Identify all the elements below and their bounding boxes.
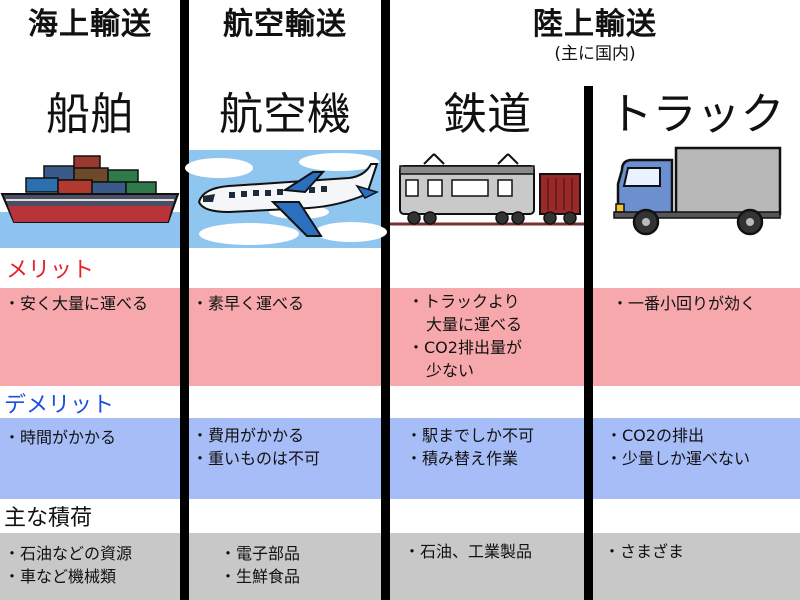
demerit-cell-rail: ・駅までしか不可 ・積み替え作業 xyxy=(406,424,534,470)
cargo-cell-rail: ・石油、工業製品 xyxy=(404,540,532,563)
row-label-demerit: デメリット xyxy=(4,393,115,418)
merit-rail-line: ・CO2排出量が xyxy=(408,338,522,357)
category-subtitle-land: (主に国内) xyxy=(554,44,636,64)
demerit-cell-truck: ・CO2の排出 ・少量しか運べない xyxy=(606,424,750,470)
demerit-cell-ship: ・時間がかかる xyxy=(4,426,116,449)
train-icon xyxy=(390,153,584,226)
divider-sea-air xyxy=(180,0,189,600)
divider-air-land xyxy=(381,0,390,600)
category-title-air: 航空輸送 xyxy=(223,7,347,42)
demerit-cell-airplane: ・費用がかかる ・重いものは不可 xyxy=(192,424,320,470)
vehicle-name-ship: 船舶 xyxy=(46,89,134,140)
merit-rail-line: 少ない xyxy=(426,361,475,380)
merit-band xyxy=(0,288,800,386)
demerit-airplane-line: ・重いものは不可 xyxy=(192,449,321,468)
cargo-rail-line: ・石油、工業製品 xyxy=(404,542,533,561)
cargo-truck-line: ・さまざま xyxy=(604,542,685,561)
category-title-sea: 海上輸送 xyxy=(28,7,152,42)
merit-cell-ship: ・安く大量に運べる xyxy=(4,292,148,315)
merit-rail-line: 大量に運べる xyxy=(426,315,523,334)
cargo-ship-line: ・石油などの資源 xyxy=(4,544,133,563)
merit-cell-rail: ・トラックより 大量に運べる ・CO2排出量が 少ない xyxy=(408,290,522,382)
merit-cell-truck: ・一番小回りが効く xyxy=(612,292,756,315)
cargo-airplane-line: ・生鮮食品 xyxy=(220,567,301,586)
cargo-band xyxy=(0,533,800,600)
demerit-rail-line: ・積み替え作業 xyxy=(406,449,519,468)
container-ship-icon xyxy=(0,155,180,248)
vehicle-name-truck: トラック xyxy=(608,89,785,140)
merit-truck-line: ・一番小回りが効く xyxy=(612,294,757,313)
cargo-ship-line: ・車など機械類 xyxy=(4,567,117,586)
demerit-band xyxy=(0,418,800,499)
merit-airplane-line: ・素早く運べる xyxy=(192,294,305,313)
vehicle-name-airplane: 航空機 xyxy=(219,89,351,140)
merit-ship-line: ・安く大量に運べる xyxy=(4,294,149,313)
cargo-airplane-line: ・電子部品 xyxy=(220,544,301,563)
airplane-icon xyxy=(185,150,387,248)
row-label-merit: メリット xyxy=(6,258,95,283)
cargo-cell-ship: ・石油などの資源 ・車など機械類 xyxy=(4,542,132,588)
vehicle-name-rail: 鉄道 xyxy=(443,89,531,140)
category-title-land: 陸上輸送 xyxy=(533,7,657,42)
demerit-truck-line: ・CO2の排出 xyxy=(606,426,704,445)
row-label-cargo: 主な積荷 xyxy=(4,506,93,531)
cargo-cell-truck: ・さまざま xyxy=(604,540,684,563)
merit-rail-line: ・トラックより xyxy=(408,292,520,311)
demerit-truck-line: ・少量しか運べない xyxy=(606,449,751,468)
merit-cell-airplane: ・素早く運べる xyxy=(192,292,304,315)
divider-rail-truck xyxy=(584,86,593,600)
cargo-cell-airplane: ・電子部品 ・生鮮食品 xyxy=(220,542,300,588)
truck-icon xyxy=(613,146,782,236)
demerit-airplane-line: ・費用がかかる xyxy=(192,426,305,445)
demerit-ship-line: ・時間がかかる xyxy=(4,428,117,447)
demerit-rail-line: ・駅までしか不可 xyxy=(406,426,535,445)
